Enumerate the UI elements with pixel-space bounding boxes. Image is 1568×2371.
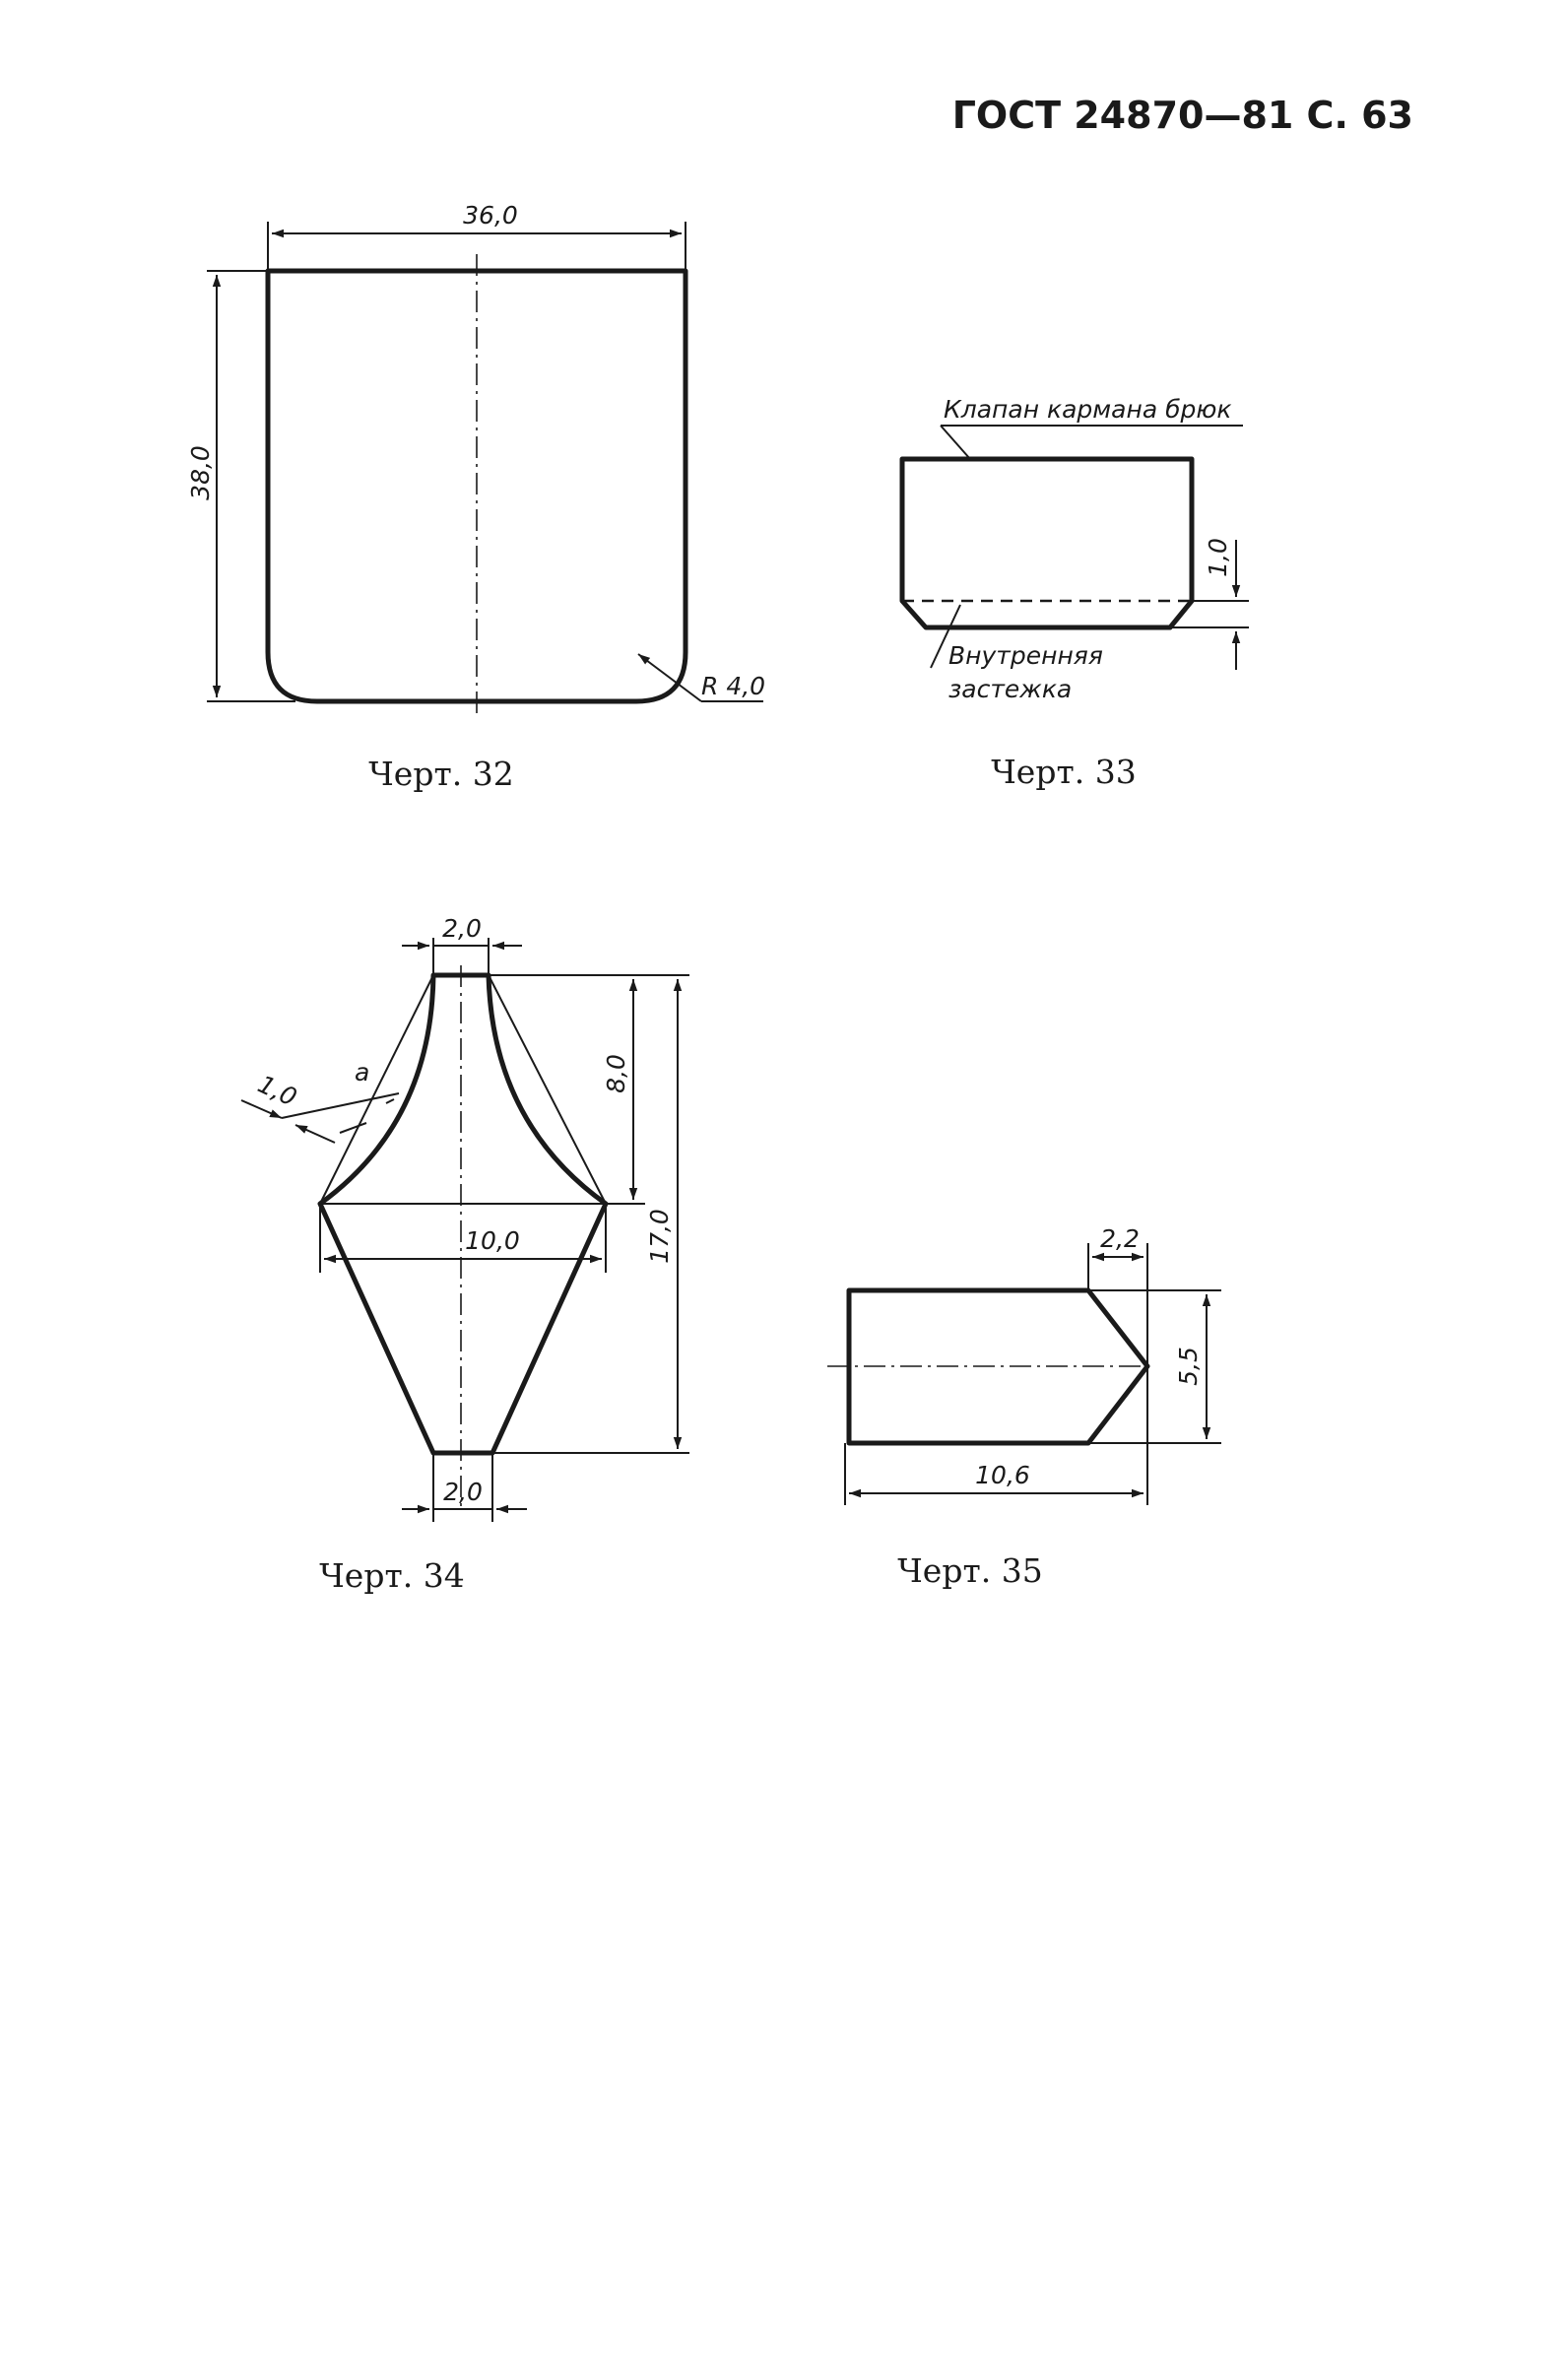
fig34-upper-height-label: 8,0: [602, 1054, 630, 1093]
fig33-flap-outline: [899, 456, 1195, 630]
fig34-offset-leader: [281, 1092, 400, 1119]
fig34-point-label: а: [355, 1058, 369, 1087]
fig33-flap-leader: [940, 425, 971, 460]
page-header: ГОСТ 24870—81 С. 63: [952, 94, 1413, 137]
fig34-offset-arrow-outer: [240, 1099, 283, 1119]
fig35-height-label: 5,5: [1174, 1347, 1203, 1386]
fig34-right-chord: [488, 974, 607, 1205]
fig32-outline: [265, 268, 688, 704]
figure-34: 2,0 2,0 10,0 8,0 17,0 1,0 а Черт. 34: [240, 914, 689, 1595]
fig34-offset-ext-inner: [385, 1098, 395, 1104]
fig35-outline: [846, 1287, 1150, 1446]
fig34-top-width-label: 2,0: [442, 914, 482, 943]
fig33-flap-label: Клапан кармана брюк: [944, 395, 1232, 424]
fig34-outline: [317, 972, 609, 1456]
fig32-radius-label: R 4,0: [701, 672, 765, 700]
figure-35: 2,2 5,5 10,6 Черт. 35: [827, 1224, 1221, 1590]
fig34-bottom-width-label: 2,0: [443, 1478, 483, 1506]
fig32-height-label: 38,0: [186, 445, 215, 500]
fig32-width-label: 36,0: [463, 201, 518, 230]
fig32-caption: Черт. 32: [368, 755, 513, 793]
fig33-offset-label: 1,0: [1204, 538, 1232, 577]
fig35-caption: Черт. 35: [897, 1551, 1042, 1590]
fig33-caption: Черт. 33: [991, 753, 1136, 791]
fig34-caption: Черт. 34: [319, 1556, 464, 1595]
fig34-mid-width-label: 10,0: [465, 1226, 520, 1255]
fig33-inner-label-line1: Внутренняя: [948, 641, 1103, 670]
fig34-total-height-label: 17,0: [645, 1209, 674, 1264]
fig34-left-chord: [319, 974, 434, 1205]
fig33-inner-label-line2: застежка: [948, 675, 1072, 703]
fig35-length-label: 10,6: [975, 1461, 1030, 1489]
fig32-radius-leader: [637, 653, 702, 702]
fig33-inner-leader: [930, 604, 961, 669]
fig34-side-offset-label: 1,0: [253, 1070, 300, 1112]
fig35-notch-label: 2,2: [1100, 1224, 1140, 1253]
figure-33: Клапан кармана брюк 1,0 Внутренняя засте…: [899, 395, 1249, 791]
figure-32: 36,0 38,0 R 4,0 Черт. 32: [186, 201, 765, 793]
fig34-offset-ext-outer: [339, 1122, 367, 1134]
fig34-offset-arrow-inner: [294, 1124, 336, 1144]
